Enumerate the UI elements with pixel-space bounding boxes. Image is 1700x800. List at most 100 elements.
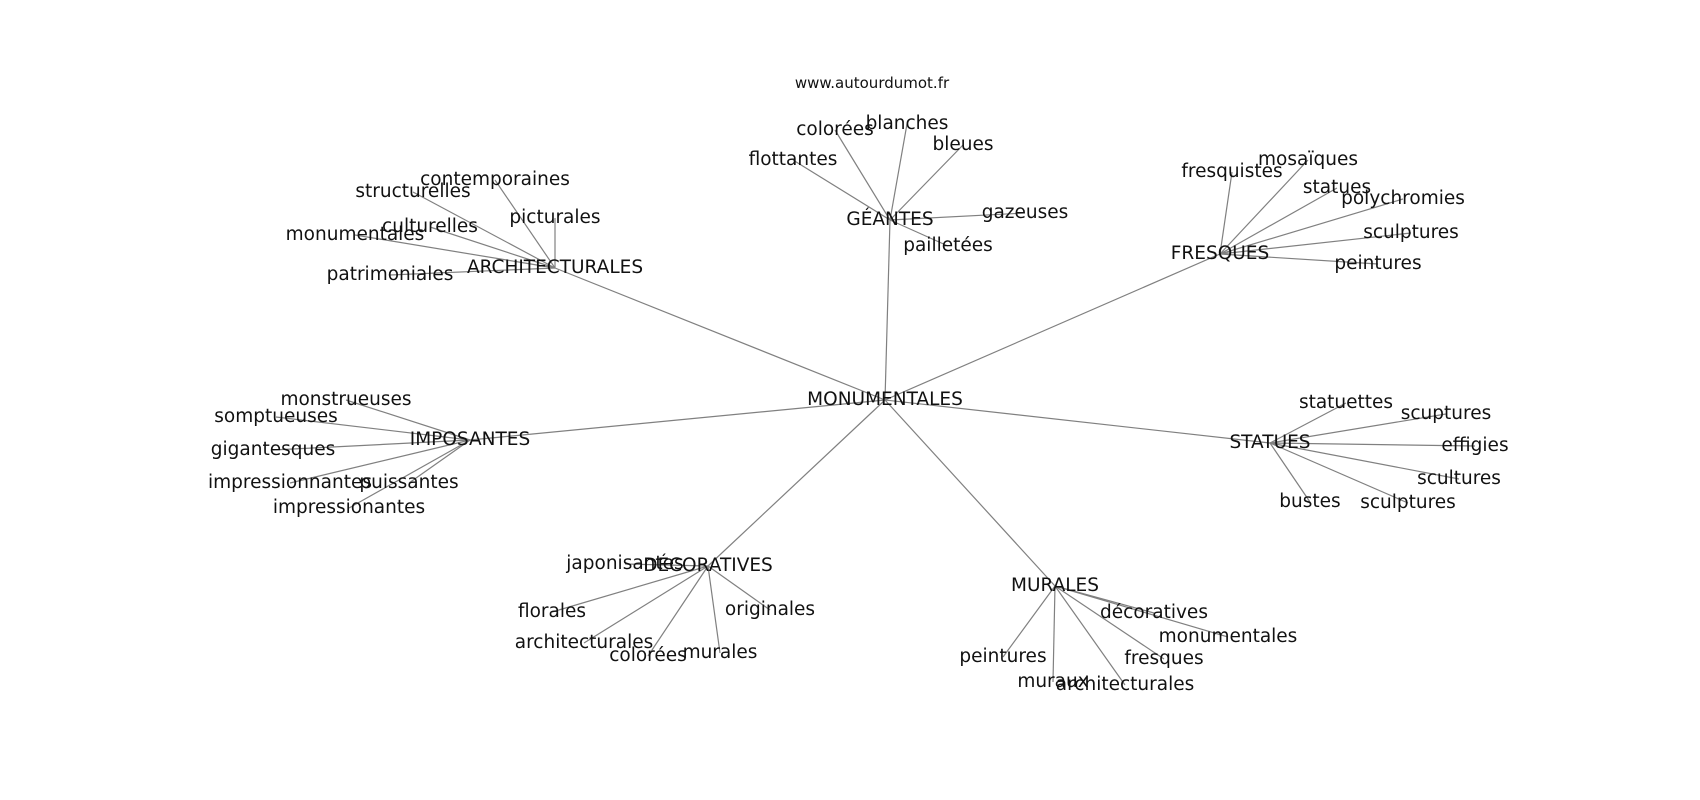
leaf-node-label: colorées [609,645,687,666]
edge-hub-leaf [1269,442,1460,480]
edge-hub-leaf [1219,198,1404,255]
leaf-node-label: impressionantes [273,497,425,518]
leaf-node-label: fresques [1124,648,1203,669]
edge-hub-leaf [1052,585,1056,683]
edge-hub-leaf [1054,585,1165,660]
edge-hub-leaf [1054,585,1126,686]
source-url: www.autourdumot.fr [795,74,950,92]
edge-hub-leaf [889,123,908,221]
leaf-node-label: peintures [959,646,1046,667]
leaf-node-label: architecturales [515,632,653,653]
leaf-node-label: mosaïques [1258,149,1358,170]
edge-hub-leaf [354,234,556,269]
edge-hub-leaf [792,159,891,221]
edge-hub-leaf [707,565,771,611]
leaf-node-label: originales [725,599,815,620]
edge-center-hub [884,253,1221,401]
edge-hub-leaf [1269,402,1347,444]
edge-center-hub [469,399,886,441]
leaf-node-label: architecturales [1056,674,1194,695]
hub-node-label: ARCHITECTURALES [467,257,643,278]
leaf-node-label: scultures [1417,468,1501,489]
edge-hub-leaf [348,439,471,509]
leaf-node-label: fresquistes [1181,161,1282,182]
leaf-node-label: décoratives [1100,602,1208,623]
leaf-node-label: effigies [1441,435,1508,456]
leaf-node-label: structurelles [355,181,470,202]
leaf-node-label: patrimoniales [327,264,454,285]
leaf-node-label: culturelles [382,216,478,237]
leaf-node-label: colorées [796,119,874,140]
leaf-node-label: peintures [1334,253,1421,274]
edge-hub-leaf [1269,442,1311,503]
leaf-node-label: monumentales [1159,626,1298,647]
edge-hub-leaf [834,129,891,221]
edge-hub-leaf [494,179,556,269]
leaf-node-label: scuptures [1401,403,1491,424]
leaf-node-label: picturales [509,207,600,228]
edge-center-hub [884,399,1056,587]
edge-hub-leaf [1269,442,1476,447]
leaf-node-label: impressionnantes [208,472,372,493]
edge-center-hub [707,399,886,567]
edge-hub-leaf [429,226,556,269]
hub-node-label: STATUES [1229,432,1310,453]
leaf-node-label: pailletées [903,235,993,256]
leaf-node-label: sculptures [1363,222,1459,243]
edge-hub-leaf [889,144,964,221]
edge-hub-leaf [1219,232,1412,255]
edges [272,123,1476,686]
edge-hub-leaf [345,399,471,441]
leaf-node-label: japonisantes [565,553,683,574]
edge-hub-leaf [647,565,709,657]
edge-hub-leaf [1219,253,1379,265]
center-node-label: MONUMENTALES [807,389,963,410]
leaf-node-label: sculptures [1360,492,1456,513]
hub-node-label: DÉCORATIVES [643,554,773,576]
edge-center-hub [554,267,886,401]
hub-node-label: FRESQUES [1171,243,1269,264]
edge-hub-leaf [1269,442,1409,504]
leaf-node-label: murales [683,642,758,663]
edge-hub-leaf [889,219,949,247]
leaf-node-label: monstrueuses [280,389,411,410]
edge-hub-leaf [1219,171,1233,255]
edge-hub-leaf [889,212,1026,221]
leaf-node-label: puissantes [359,472,458,493]
leaf-node-label: florales [518,601,586,622]
hub-node-label: IMPOSANTES [410,429,530,450]
edge-hub-leaf [1269,413,1447,444]
hub-node-label: MURALES [1011,575,1099,596]
edge-hub-leaf [707,565,721,654]
edge-hub-leaf [289,439,471,484]
leaf-node-label: contemporaines [420,169,570,190]
edge-hub-leaf [1219,159,1309,255]
edge-hub-leaf [275,416,471,441]
leaf-node-label: gazeuses [982,202,1069,223]
leaf-node-label: blanches [866,113,949,134]
edge-hub-leaf [389,267,556,276]
leaf-node-label: flottantes [749,149,838,170]
edge-center-hub [884,399,1271,444]
edge-hub-leaf [412,191,556,269]
leaf-node-label: muraux [1017,671,1088,692]
leaf-node-label: monumentales [286,224,425,245]
hub-node-label: GÉANTES [846,208,933,230]
edge-hub-leaf [1054,585,1229,638]
leaf-node-label: bustes [1279,491,1340,512]
leaf-node-label: bleues [932,134,993,155]
edge-hub-leaf [583,565,709,644]
labels: MONUMENTALES ARCHITECTURALES contemporaine… [208,113,1509,695]
edge-hub-leaf [408,439,471,484]
leaf-node-label: polychromies [1341,188,1465,209]
edge-hub-leaf [1002,585,1056,658]
edge-hub-leaf [624,563,709,567]
edge-center-hub [884,219,891,401]
leaf-node-label: gigantesques [211,439,335,460]
leaf-node-label: somptueuses [214,406,337,427]
leaf-node-label: statuettes [1299,392,1393,413]
edge-hub-leaf [1219,187,1338,255]
leaf-node-label: statues [1303,177,1371,198]
edge-hub-leaf [551,565,709,613]
